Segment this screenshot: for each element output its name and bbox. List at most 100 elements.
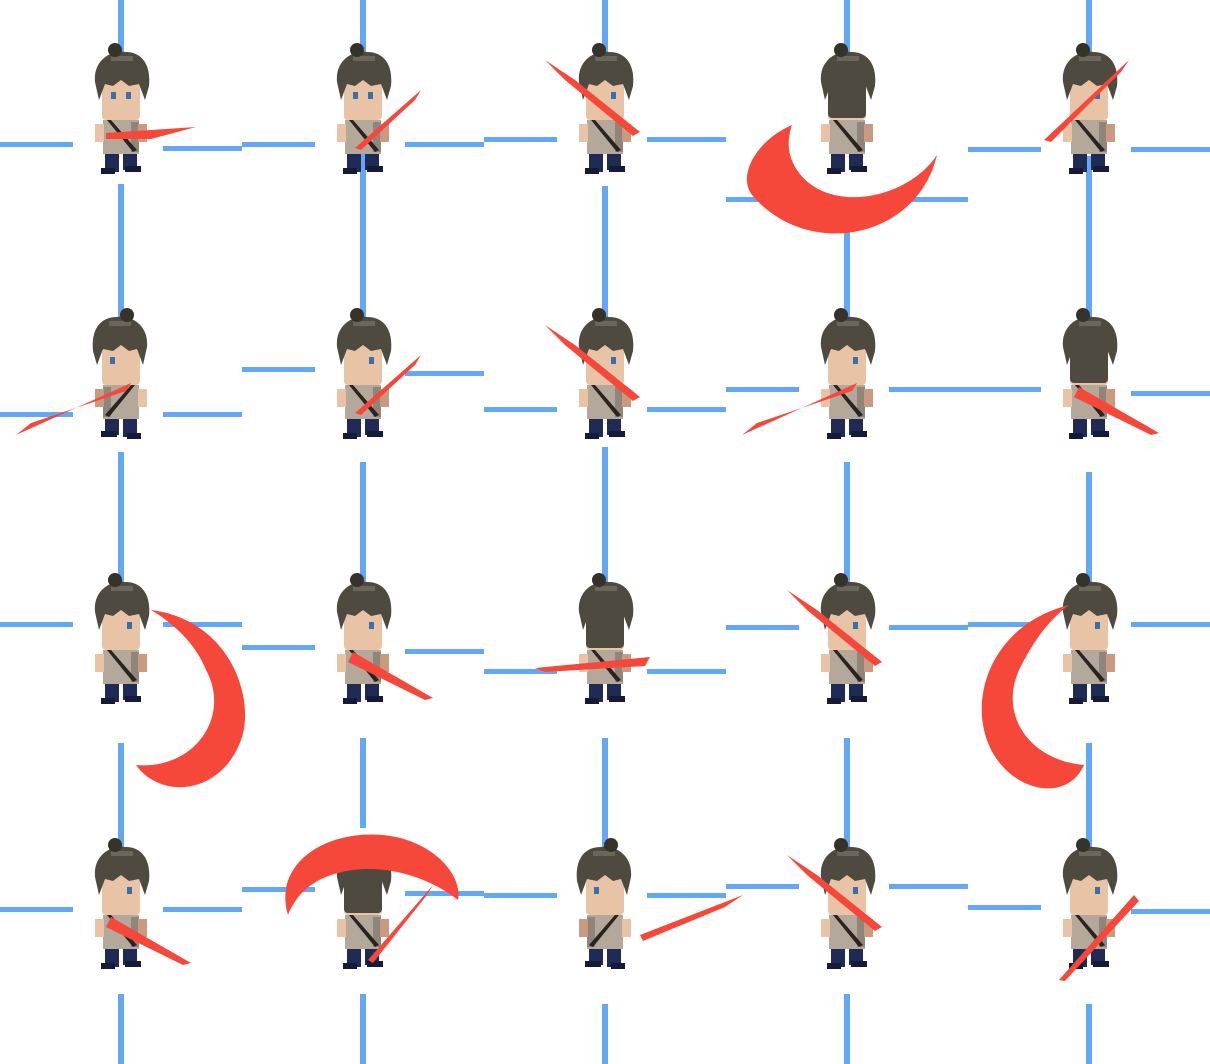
arm-left <box>821 124 830 142</box>
guide-line-left <box>242 142 315 147</box>
guide-line-left <box>726 625 799 630</box>
arm-right <box>864 654 873 672</box>
character-sprite <box>820 573 876 704</box>
arm-right <box>864 919 873 937</box>
guide-line-right <box>1131 909 1210 914</box>
face <box>586 873 624 915</box>
guide-line-top <box>844 798 850 873</box>
character-sprite <box>578 573 634 704</box>
guide-line-top <box>844 532 850 602</box>
sprite-frame-3 <box>484 0 726 266</box>
pants-right-leg <box>849 947 863 965</box>
eye-left <box>111 92 116 99</box>
shoe-left <box>585 433 599 439</box>
face <box>102 608 140 650</box>
shirt-shade <box>131 652 139 682</box>
shoe-right <box>609 431 625 437</box>
shirt-shade <box>1099 652 1107 682</box>
pants-right-leg <box>123 152 137 170</box>
shoe-right <box>1093 166 1109 172</box>
guide-line-right <box>1131 622 1210 627</box>
hair-bun <box>350 573 364 587</box>
guide-line-left <box>0 142 73 147</box>
character-sprite <box>820 43 876 174</box>
hair <box>820 581 876 630</box>
guide-line-right <box>163 622 242 627</box>
arm-left <box>95 124 104 142</box>
guide-line-left <box>726 387 799 392</box>
pants-right-leg <box>589 947 603 965</box>
guide-line-right <box>647 407 726 412</box>
sprite-frame-14 <box>726 532 968 798</box>
pants-left-leg <box>105 152 119 172</box>
hair-bun <box>1076 43 1090 57</box>
slash-crescent <box>981 605 1084 789</box>
arm-right <box>622 124 631 142</box>
shoe-right <box>585 961 601 967</box>
shirt-shade <box>1099 122 1107 152</box>
slash-blade <box>368 885 433 963</box>
shirt-shade <box>615 387 623 417</box>
shoe-right <box>367 431 383 437</box>
eye-right <box>368 92 373 99</box>
hair <box>820 846 876 895</box>
arm-left <box>1063 919 1072 937</box>
guide-line-bottom <box>1086 156 1092 266</box>
hair <box>336 51 392 100</box>
slash-blade <box>106 127 196 139</box>
character-sprite <box>1062 838 1118 969</box>
hair-bun <box>108 43 122 57</box>
hair-bun <box>834 308 848 322</box>
pants-left-leg <box>347 947 361 967</box>
slash-blade <box>355 90 421 150</box>
eye <box>110 357 115 364</box>
hair <box>578 581 634 648</box>
pants-left-leg <box>1073 152 1087 172</box>
arm-right <box>1106 389 1115 407</box>
shoulder-strap <box>833 120 863 152</box>
shoe-left <box>1069 698 1083 704</box>
shoe-right <box>367 961 383 967</box>
guide-line-left <box>242 887 315 892</box>
hair <box>1062 581 1118 630</box>
shoe-left <box>827 963 841 969</box>
pants-right-leg <box>123 947 137 965</box>
arm-right <box>380 654 389 672</box>
guide-line-left <box>968 905 1041 910</box>
shoe-left <box>827 168 841 174</box>
pants-left-leg <box>123 417 137 437</box>
pants-right-leg <box>1091 152 1105 170</box>
pants-left-leg <box>589 152 603 172</box>
guide-line-top <box>118 532 124 597</box>
shoe-left <box>101 698 115 704</box>
arm-right <box>1106 654 1115 672</box>
arm-right <box>138 919 147 937</box>
hair <box>94 846 150 895</box>
guide-line-bottom <box>602 447 608 532</box>
pants-right-leg <box>607 682 621 700</box>
pants-right-leg <box>607 417 621 435</box>
slash-crescent <box>285 834 459 915</box>
character-sprite <box>576 838 632 969</box>
guide-line-bottom <box>844 462 850 532</box>
eye <box>611 357 616 364</box>
hair <box>578 316 634 365</box>
shoe-right <box>367 166 383 172</box>
shoe-right <box>851 696 867 702</box>
slash-blade <box>355 355 421 415</box>
sprite-frame-15 <box>968 532 1210 798</box>
guide-line-right <box>889 387 968 392</box>
guide-line-left <box>726 884 799 889</box>
shirt-shade <box>373 917 381 947</box>
shoe-left <box>343 433 357 439</box>
shoulder-strap <box>349 120 379 152</box>
pants-right-leg <box>1091 682 1105 700</box>
shoe-right <box>609 696 625 702</box>
shoe-left <box>585 698 599 704</box>
shoe-right <box>125 961 141 967</box>
hair-bun <box>834 573 848 587</box>
shoe-right <box>125 166 141 172</box>
shoe-right <box>1093 431 1109 437</box>
shoulder-strap <box>349 385 379 417</box>
